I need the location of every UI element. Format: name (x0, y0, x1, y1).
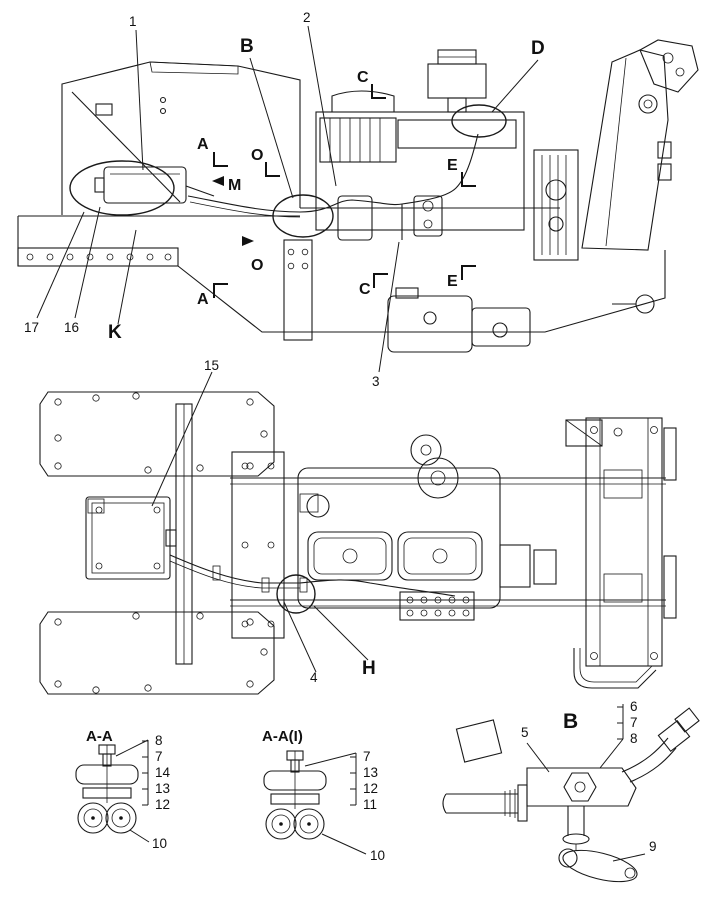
detail-aa-item-7: 7 (155, 749, 163, 764)
section-label-h: H (362, 658, 376, 679)
detail-ellipse-d (451, 104, 507, 138)
detail-b-item-6: 6 (630, 699, 638, 714)
battery-box-side (94, 166, 215, 204)
rear-body-outline (61, 61, 301, 215)
frame-rails (230, 451, 666, 639)
detail-aai-item-11: 11 (363, 797, 377, 812)
section-mark-e-top (461, 172, 476, 187)
detail-b-item-8: 8 (630, 731, 638, 746)
battery-box-plan (85, 496, 177, 580)
detail-view-aa: A-A 8 7 14 13 12 10 (75, 728, 171, 851)
callout-3: 3 (372, 374, 380, 389)
engine-plan-outline (297, 434, 557, 621)
leader-16 (74, 206, 101, 319)
detail-b-bracket (599, 704, 624, 769)
section-label-a-top: A (197, 136, 209, 153)
section-mark-a-top (213, 152, 228, 167)
section-label-c-top: C (357, 69, 369, 86)
section-label-o-bottom: O (251, 257, 263, 274)
section-label-a-bottom: A (197, 291, 209, 308)
section-mark-e-bottom (461, 265, 476, 280)
detail-aa-bracket (115, 739, 149, 806)
detail-b-title: B (563, 710, 578, 733)
leader-h (313, 605, 369, 661)
side-elevation-view: 1 B 2 C D A O M E O C E A 17 16 K 3 (17, 10, 699, 389)
leader-b (249, 57, 294, 199)
callout-4: 4 (310, 670, 318, 685)
callout-17: 17 (24, 320, 39, 335)
section-label-e-top: E (447, 157, 458, 174)
leader-k (117, 229, 137, 325)
detail-aai-title: A-A(I) (262, 728, 303, 745)
detail-aa-item-10: 10 (152, 836, 167, 851)
left-track-plate-top (39, 391, 275, 477)
plan-view: 15 4 H (39, 358, 677, 695)
callout-2: 2 (303, 10, 311, 25)
detail-ellipse-b (272, 194, 334, 238)
section-arrow-m (212, 176, 224, 186)
detail-aa-item-14: 14 (155, 765, 171, 780)
detail-aai-item-10: 10 (370, 848, 385, 863)
leader-4 (283, 601, 317, 673)
detail-aai-item-12: 12 (363, 781, 378, 796)
leader-b-9 (612, 853, 646, 862)
detail-b-callout-5: 5 (521, 725, 529, 740)
section-label-e-bottom: E (447, 273, 458, 290)
front-frame-outline (581, 39, 699, 251)
detail-aa-item-13: 13 (155, 781, 170, 796)
callout-16: 16 (64, 320, 79, 335)
callout-15: 15 (204, 358, 219, 373)
section-mark-a-bottom (213, 283, 228, 298)
right-crossmember (565, 417, 677, 689)
leader-3 (378, 241, 400, 373)
detail-aai-item-13: 13 (363, 765, 378, 780)
detail-aai-bracket (304, 752, 357, 806)
detail-circle-h (276, 574, 316, 614)
callout-1: 1 (129, 14, 137, 29)
leader-aa-10 (129, 829, 150, 843)
section-label-d: D (531, 38, 545, 59)
section-mark-o-top (265, 162, 280, 177)
harness-routing-plan (169, 554, 456, 597)
detail-aa-item-12: 12 (155, 797, 170, 812)
engine-side-outline (315, 49, 579, 261)
section-label-o-top: O (251, 147, 263, 164)
detail-view-b: B 6 7 8 (442, 699, 700, 883)
detail-view-aai: A-A(I) 7 13 12 11 10 (262, 728, 385, 863)
main-frame-outline (17, 207, 666, 353)
detail-aa-title: A-A (86, 728, 113, 745)
detail-b-callout-9: 9 (649, 839, 657, 854)
detail-aa-item-8: 8 (155, 733, 163, 748)
section-label-k: K (108, 322, 122, 343)
section-label-b: B (240, 36, 254, 57)
leader-17 (36, 211, 85, 319)
section-label-c-bottom: C (359, 281, 371, 298)
leader-1 (135, 29, 144, 171)
detail-aai-drawing (263, 750, 327, 840)
detail-aa-drawing (75, 744, 139, 834)
leader-15 (151, 371, 213, 507)
harness-routing (187, 133, 479, 240)
leader-2 (307, 25, 337, 187)
air-cleaner (427, 63, 487, 99)
detail-ellipse-battery (69, 160, 175, 216)
left-track-plate-bottom (39, 611, 275, 695)
section-label-m: M (228, 177, 241, 194)
detail-b-drawing (442, 707, 700, 883)
leader-b-5 (526, 742, 550, 773)
detail-aai-item-7: 7 (363, 749, 371, 764)
section-mark-c-bottom (373, 273, 388, 288)
detail-b-item-7: 7 (630, 715, 638, 730)
section-mark-c-top (371, 84, 386, 99)
section-arrow-o (242, 236, 254, 246)
leader-aai-10 (321, 833, 367, 855)
leader-d (491, 59, 539, 113)
